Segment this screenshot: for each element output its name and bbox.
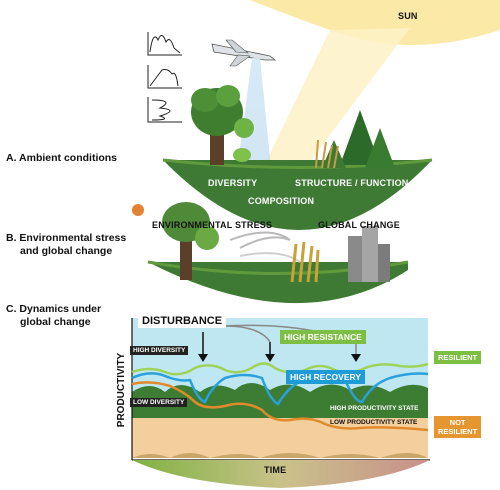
airplane-icon xyxy=(211,39,277,67)
global-change-label: GLOBAL CHANGE xyxy=(318,220,400,230)
section-a-label: A. Ambient conditions xyxy=(6,152,118,164)
panel-c-plot xyxy=(131,318,430,488)
low-productivity-state-label: LOW PRODUCTIVITY STATE xyxy=(330,419,418,426)
section-c-label: C. Dynamics under global change xyxy=(6,303,101,329)
high-diversity-green-line xyxy=(131,362,429,376)
spectral-plot-icons xyxy=(147,32,182,123)
section-b-line1: B. Environmental stress xyxy=(6,232,127,244)
structure-function-label: STRUCTURE / FUNCTION xyxy=(295,178,409,188)
high-resistance-badge: HIGH RESISTANCE xyxy=(280,330,366,344)
high-productivity-state-label: HIGH PRODUCTIVITY STATE xyxy=(330,405,419,412)
panel-b-ecosystem xyxy=(132,202,409,304)
high-diversity-badge: HIGH DIVERSITY xyxy=(130,346,189,355)
composition-label: COMPOSITION xyxy=(248,196,315,206)
productivity-axis-label: PRODUCTIVITY xyxy=(116,352,127,427)
high-diversity-blue-line xyxy=(131,372,429,406)
section-c-line1: C. Dynamics under xyxy=(6,303,102,315)
section-c-line2: global change xyxy=(20,316,91,328)
section-b-line2: and global change xyxy=(20,245,113,257)
sun xyxy=(250,0,500,45)
resilient-badge: RESILIENT xyxy=(434,351,482,364)
low-diversity-badge: LOW DIVERSITY xyxy=(130,398,188,407)
high-recovery-badge: HIGH RECOVERY xyxy=(286,370,366,384)
panel-a-ecosystem xyxy=(162,85,433,230)
sun-label: SUN xyxy=(398,11,418,21)
not-resilient-line1: NOT xyxy=(449,418,466,427)
not-resilient-badge: NOT RESILIENT xyxy=(434,416,482,438)
time-axis-label: TIME xyxy=(264,465,287,475)
diversity-label: DIVERSITY xyxy=(208,178,258,188)
sun-beam xyxy=(262,28,410,175)
low-diversity-orange-line xyxy=(131,381,429,432)
environmental-stress-label: ENVIRONMENTAL STRESS xyxy=(152,220,273,230)
section-b-label: B. Environmental stress and global chang… xyxy=(6,232,126,258)
sensor-beam xyxy=(236,58,272,178)
not-resilient-line2: RESILIENT xyxy=(438,427,478,436)
disturbance-label: DISTURBANCE xyxy=(138,314,227,328)
